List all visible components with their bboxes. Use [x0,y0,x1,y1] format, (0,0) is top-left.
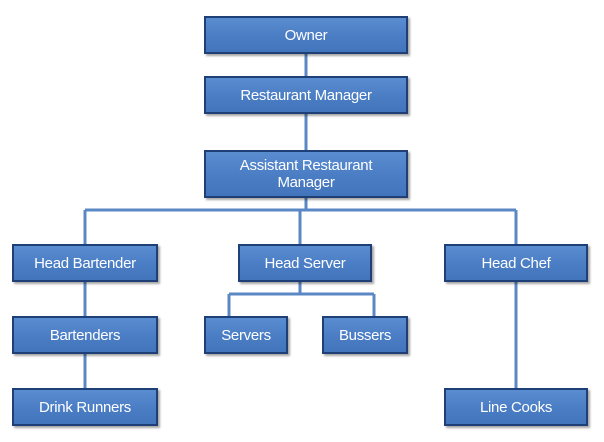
node-assistant-restaurant-manager-label: Assistant Restaurant Manager [239,157,373,191]
node-bussers: Bussers [322,316,408,354]
node-bussers-label: Bussers [338,326,392,344]
node-head-server-label: Head Server [264,254,346,272]
node-owner: Owner [204,16,408,54]
node-bartenders: Bartenders [12,316,158,354]
node-drink-runners: Drink Runners [12,388,158,426]
node-restaurant-manager-label: Restaurant Manager [240,86,372,104]
node-drink-runners-label: Drink Runners [39,398,131,416]
node-servers-label: Servers [221,326,271,344]
node-assistant-restaurant-manager: Assistant Restaurant Manager [204,150,408,198]
node-line-cooks: Line Cooks [444,388,588,426]
node-line-cooks-label: Line Cooks [479,398,553,416]
node-head-chef: Head Chef [444,244,588,282]
node-restaurant-manager: Restaurant Manager [204,76,408,114]
node-owner-label: Owner [284,26,328,44]
node-servers: Servers [204,316,288,354]
node-head-bartender: Head Bartender [12,244,158,282]
node-head-bartender-label: Head Bartender [34,254,136,272]
node-head-chef-label: Head Chef [481,254,551,272]
node-head-server: Head Server [238,244,372,282]
node-bartenders-label: Bartenders [49,326,121,344]
